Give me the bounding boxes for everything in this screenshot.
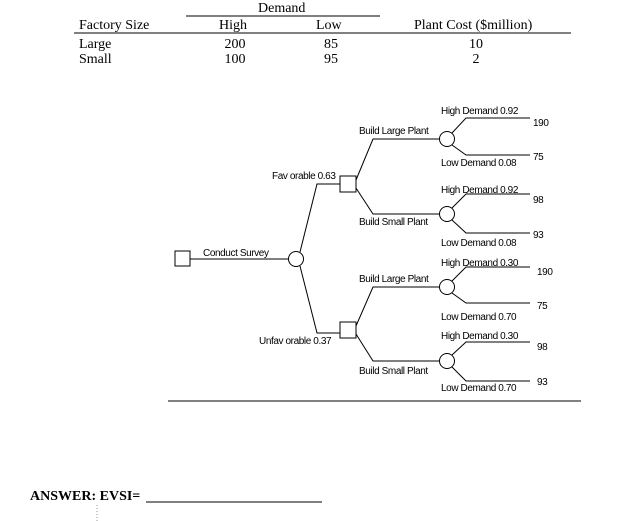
favorable-label: Fav orable 0.63: [272, 171, 336, 182]
row-large-cost: 10: [469, 37, 483, 52]
row-small-low: 95: [324, 52, 338, 67]
row-small-cost: 2: [473, 52, 480, 67]
fav-large-chance-node: [439, 131, 455, 147]
unfav-large-label: Build Large Plant: [359, 274, 429, 285]
row-large-low: 85: [324, 37, 338, 52]
unfav-large-high-branch: [451, 266, 530, 282]
unfav-large-high-label: High Demand 0.30: [441, 258, 519, 269]
unfavorable-branch: [299, 265, 340, 334]
row-small-high: 100: [225, 52, 246, 67]
fav-small-branch: [355, 187, 440, 215]
root-decision-node: [174, 250, 191, 267]
unfav-large-chance-node: [439, 279, 455, 295]
row-large-high: 200: [225, 37, 246, 52]
unfavorable-decision-node: [339, 321, 357, 339]
unfav-large-high-value: 190: [537, 267, 553, 278]
fav-large-low-value: 75: [533, 152, 544, 163]
header-plant-cost: Plant Cost ($million): [414, 18, 533, 33]
fav-small-high-branch: [451, 193, 530, 209]
unfav-small-chance-node: [439, 353, 455, 369]
answer-area: ANSWER: EVSI=: [30, 489, 322, 521]
fav-large-low-branch: [451, 144, 530, 156]
favorable-branch: [299, 183, 340, 253]
unfav-small-low-branch: [451, 366, 530, 382]
header-demand: Demand: [258, 1, 305, 16]
header-low: Low: [316, 18, 343, 33]
header-factory-size: Factory Size: [79, 18, 149, 33]
fav-small-low-value: 93: [533, 230, 544, 241]
fav-small-high-label: High Demand 0.92: [441, 185, 519, 196]
fav-large-high-label: High Demand 0.92: [441, 106, 519, 117]
fav-small-label: Build Small Plant: [359, 217, 428, 228]
unfav-large-low-value: 75: [537, 301, 548, 312]
unfav-small-high-label: High Demand 0.30: [441, 331, 519, 342]
favorable-decision-node: [339, 175, 357, 193]
data-table: Demand Factory Size High Low Plant Cost …: [74, 1, 571, 67]
fav-small-low-branch: [451, 219, 530, 234]
unfav-small-label: Build Small Plant: [359, 366, 428, 377]
unfav-small-high-value: 98: [537, 342, 548, 353]
fav-large-high-branch: [451, 117, 530, 134]
fav-large-branch: [355, 138, 440, 181]
unfav-large-branch: [355, 286, 440, 327]
survey-chance-node: [288, 251, 304, 267]
fav-small-high-value: 98: [533, 195, 544, 206]
unfav-large-low-branch: [451, 292, 530, 304]
fav-small-chance-node: [439, 206, 455, 222]
fav-large-label: Build Large Plant: [359, 126, 429, 137]
answer-label: ANSWER: EVSI=: [30, 489, 140, 504]
row-size-large: Large: [79, 37, 111, 52]
unfav-small-low-label: Low Demand 0.70: [441, 383, 517, 394]
unfav-small-high-branch: [451, 341, 530, 356]
unfav-small-low-value: 93: [537, 377, 548, 388]
unfavorable-label: Unfav orable 0.37: [259, 336, 332, 347]
fav-large-high-value: 190: [533, 118, 549, 129]
unfav-small-branch: [355, 333, 440, 362]
header-high: High: [219, 18, 247, 33]
conduct-survey-label: Conduct Survey: [203, 248, 269, 259]
fav-large-low-label: Low Demand 0.08: [441, 158, 517, 169]
row-size-small: Small: [79, 52, 112, 67]
fav-small-low-label: Low Demand 0.08: [441, 238, 517, 249]
unfav-large-low-label: Low Demand 0.70: [441, 312, 517, 323]
decision-tree: Conduct Survey Fav orable 0.63 Unfav ora…: [168, 106, 581, 402]
